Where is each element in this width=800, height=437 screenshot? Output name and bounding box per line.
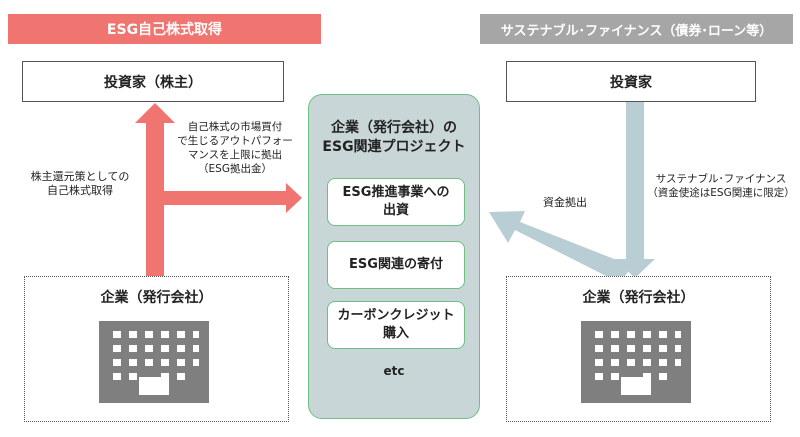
corporation-left-box: 企業（発行会社） [24,276,289,422]
fund-contribution-label: 資金拠出 [543,196,587,209]
esg-buyback-banner: ESG自己株式取得 [8,14,321,44]
investor-shareholder-label: 投資家（株主） [104,74,202,91]
carbon-credit-item: カーボンクレジット購入 [327,301,465,349]
finance-label: サステナブル･ファイナンス （資金使途はESG関連に限定） [647,173,795,199]
building-icon [581,321,691,403]
buyback-up-arrow [135,103,175,277]
contribution-right-arrow [164,183,302,213]
esg-investment-item: ESG推進事業への出資 [327,178,465,226]
fund-contribution-arrow [489,211,632,283]
buyback-label: 株主還元策としての 自己株式取得 [30,170,130,197]
corporation-left-label: 企業（発行会社） [100,290,213,306]
building-icon [99,321,209,403]
sustainable-finance-banner: サステナブル･ファイナンス（債券･ローン等） [480,14,793,44]
corporation-right-label: 企業（発行会社） [582,290,695,306]
outperformance-label: 自己株式の市場買付 で生じるアウトパフォー マンスを上限に拠出 （ESG拠出金） [177,121,293,175]
corporation-right-box: 企業（発行会社） [506,276,771,422]
esg-project-panel: 企業（発行会社）の ESG関連プロジェクト ESG推進事業への出資 ESG関連の… [308,94,480,419]
finance-down-arrow [615,102,655,278]
investor-box: 投資家 [506,61,756,102]
esg-project-title: 企業（発行会社）の ESG関連プロジェクト [322,120,466,155]
etc-label: etc [383,364,405,378]
esg-donation-item: ESG関連の寄付 [327,241,465,289]
investor-shareholder-box: 投資家（株主） [22,61,284,102]
investor-label: 投資家 [610,74,652,91]
